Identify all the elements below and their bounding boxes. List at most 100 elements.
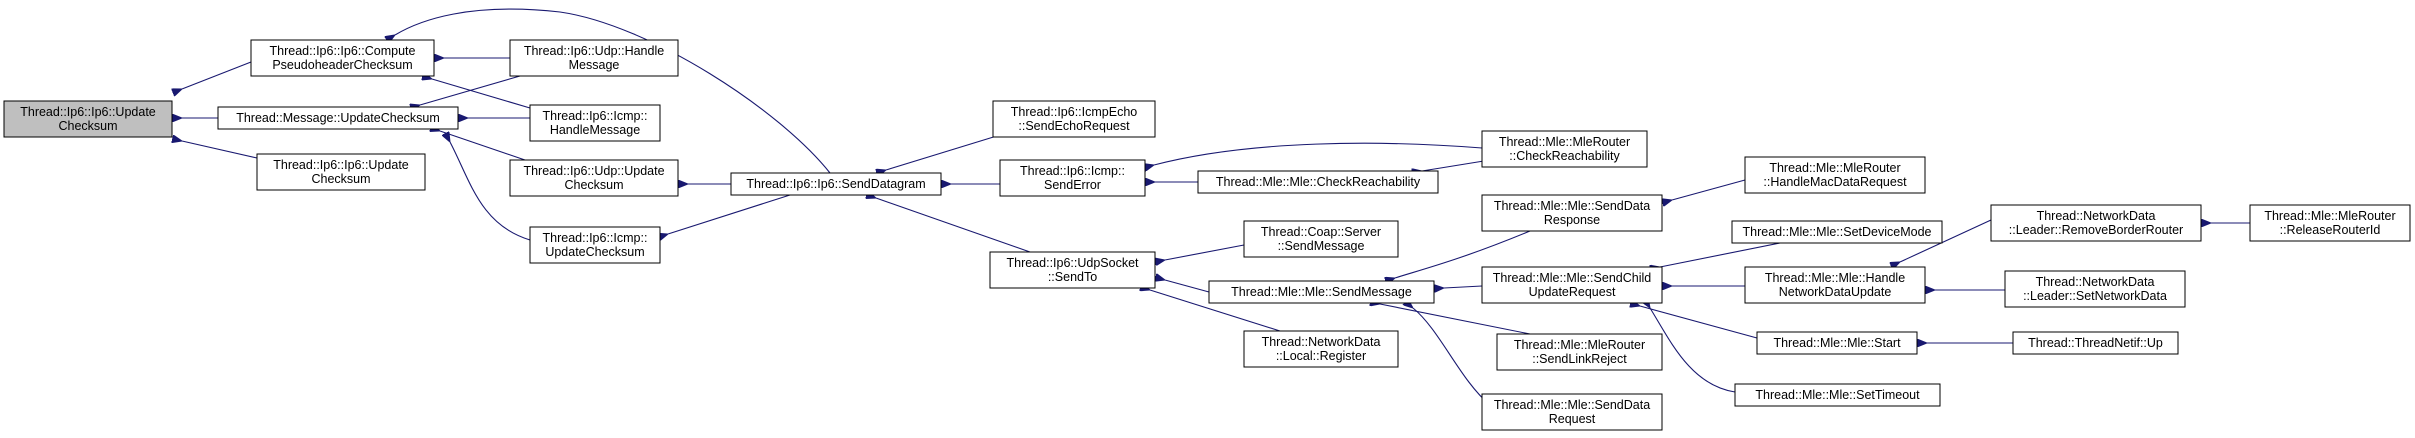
node-label-line: NetworkDataUpdate [1779,285,1892,299]
node-mle-start[interactable]: Thread::Mle::Mle::Start [1756,331,1918,355]
node-root[interactable]: Thread::Ip6::Ip6::UpdateChecksum [3,100,173,138]
node-handle-macdata[interactable]: Thread::Mle::MleRouter::HandleMacDataReq… [1744,156,1926,194]
node-label-line: Thread::Ip6::Udp::Handle [524,44,664,58]
node-label-line: Thread::Mle::Mle::Handle [1765,271,1905,285]
node-router-check[interactable]: Thread::Mle::MleRouter::CheckReachabilit… [1481,130,1648,168]
node-label-line: Thread::NetworkData [1262,335,1381,349]
node-box [1481,266,1663,304]
node-echo-req[interactable]: Thread::Ip6::IcmpEcho::SendEchoRequest [992,100,1156,138]
edge-compute_pseudo-to-root [182,61,252,89]
node-label-line: Thread::Mle::MleRouter [1769,161,1900,175]
node-box [1243,330,1399,368]
node-label-line: Thread::Mle::MleRouter [1514,338,1645,352]
node-box [1243,220,1399,258]
node-label-line: Response [1544,213,1600,227]
node-box [1481,393,1663,431]
edge-handle_macdata-to-senddata_resp [1672,179,1746,200]
edge-remove_border-to-handle_nd_update [1900,219,1992,262]
edge-nd_register-to-udpsock_sendto [1150,290,1281,332]
edge-mle_start-to-child_update [1640,306,1758,339]
node-coap-send[interactable]: Thread::Coap::Server::SendMessage [1243,220,1399,258]
node-label-line: ::SendLinkReject [1532,352,1627,366]
node-box [217,106,459,130]
edge-coap_send-to-udpsock_sendto [1165,244,1245,260]
edge-senddata_resp-to-mle_sendmsg [1395,230,1531,278]
node-remove-border[interactable]: Thread::NetworkData::Leader::RemoveBorde… [1990,204,2202,242]
node-send-error[interactable]: Thread::Ip6::Icmp::SendError [999,159,1146,197]
node-box [1731,220,1943,244]
node-label-line: UpdateRequest [1529,285,1616,299]
edge-router_check-to-send_error [1154,142,1483,165]
node-box [992,100,1156,138]
node-udp-update[interactable]: Thread::Ip6::Udp::UpdateChecksum [509,159,679,197]
node-box [3,100,173,138]
node-box [256,153,426,191]
node-compute-pseudo[interactable]: Thread::Ip6::Ip6::ComputePseudoheaderChe… [250,39,435,77]
node-release-router[interactable]: Thread::Mle::MleRouter::ReleaseRouterId [2249,204,2411,242]
edge-udpsock_sendto-to-send_datagram [876,198,1031,253]
node-label-line: Thread::Mle::Mle::CheckReachability [1216,175,1421,189]
node-netif-up[interactable]: Thread::ThreadNetif::Up [2012,331,2179,355]
node-box [1734,383,1941,407]
edge-child_update-to-mle_sendmsg [1444,286,1483,288]
node-box [730,172,942,196]
node-box [1744,266,1926,304]
edge-udp_update-to-msg_update [440,131,526,161]
node-box [1481,194,1663,232]
node-label-line: Thread::Ip6::Ip6::Update [273,158,409,172]
node-label-line: ::HandleMacDataRequest [1763,175,1907,189]
node-handle-nd-update[interactable]: Thread::Mle::Mle::HandleNetworkDataUpdat… [1744,266,1926,304]
node-label-line: Checksum [564,178,623,192]
edge-ip6_update2-to-root [182,141,258,159]
node-box [2012,331,2179,355]
node-box [250,39,435,77]
node-label-line: Thread::Ip6::Icmp:: [1020,164,1125,178]
node-msg-update[interactable]: Thread::Message::UpdateChecksum [217,106,459,130]
node-nd-register[interactable]: Thread::NetworkData::Local::Register [1243,330,1399,368]
edge-layer [182,8,2250,406]
node-label-line: ::Local::Register [1276,349,1366,363]
node-label-line: ::SendMessage [1278,239,1365,253]
node-send-datagram[interactable]: Thread::Ip6::Ip6::SendDatagram [730,172,942,196]
node-label-line: Thread::Ip6::Ip6::Compute [270,44,416,58]
edge-senddata_req-to-mle_sendmsg [1413,308,1491,406]
node-label-line: Thread::Coap::Server [1261,225,1381,239]
node-box [2249,204,2411,242]
node-mle-check[interactable]: Thread::Mle::Mle::CheckReachability [1197,170,1439,194]
node-icmp-handle[interactable]: Thread::Ip6::Icmp::HandleMessage [529,104,661,142]
node-label-line: ::ReleaseRouterId [2280,223,2381,237]
node-label-line: Thread::Ip6::Udp::Update [523,164,664,178]
node-box [1990,204,2202,242]
edge-set_timeout-to-child_update [1650,308,1736,393]
edge-set_device_mode-to-child_update [1660,242,1781,267]
edge-link_reject-to-mle_sendmsg [1380,304,1531,335]
node-label-line: Thread::Mle::Mle::SendChild [1493,271,1651,285]
node-udpsock-sendto[interactable]: Thread::Ip6::UdpSocket::SendTo [989,251,1156,289]
node-icmp-update[interactable]: Thread::Ip6::Icmp::UpdateChecksum [529,226,661,264]
node-label-line: ::Leader::SetNetworkData [2023,289,2167,303]
node-label-line: Request [1549,412,1596,426]
node-ip6-update2[interactable]: Thread::Ip6::Ip6::UpdateChecksum [256,153,426,191]
node-label-line: Message [569,58,620,72]
node-label-line: Thread::Ip6::Icmp:: [543,231,648,245]
node-label-line: Thread::NetworkData [2036,275,2155,289]
node-box [529,104,661,142]
node-mle-sendmsg[interactable]: Thread::Mle::Mle::SendMessage [1208,280,1435,304]
node-label-line: Thread::Mle::MleRouter [2264,209,2395,223]
node-label-line: Thread::Ip6::UdpSocket [1006,256,1139,270]
edge-echo_req-to-send_datagram [886,134,1001,170]
node-set-network-data[interactable]: Thread::NetworkData::Leader::SetNetworkD… [2004,270,2186,308]
node-label-line: Checksum [58,119,117,133]
node-box [999,159,1146,197]
node-box [989,251,1156,289]
node-udp-handle[interactable]: Thread::Ip6::Udp::HandleMessage [509,39,679,77]
node-label-line: PseudoheaderChecksum [272,58,412,72]
node-label-line: Thread::Ip6::Ip6::SendDatagram [746,177,925,191]
node-set-timeout[interactable]: Thread::Mle::Mle::SetTimeout [1734,383,1941,407]
node-link-reject[interactable]: Thread::Mle::MleRouter::SendLinkReject [1496,333,1663,371]
node-set-device-mode[interactable]: Thread::Mle::Mle::SetDeviceMode [1731,220,1943,244]
